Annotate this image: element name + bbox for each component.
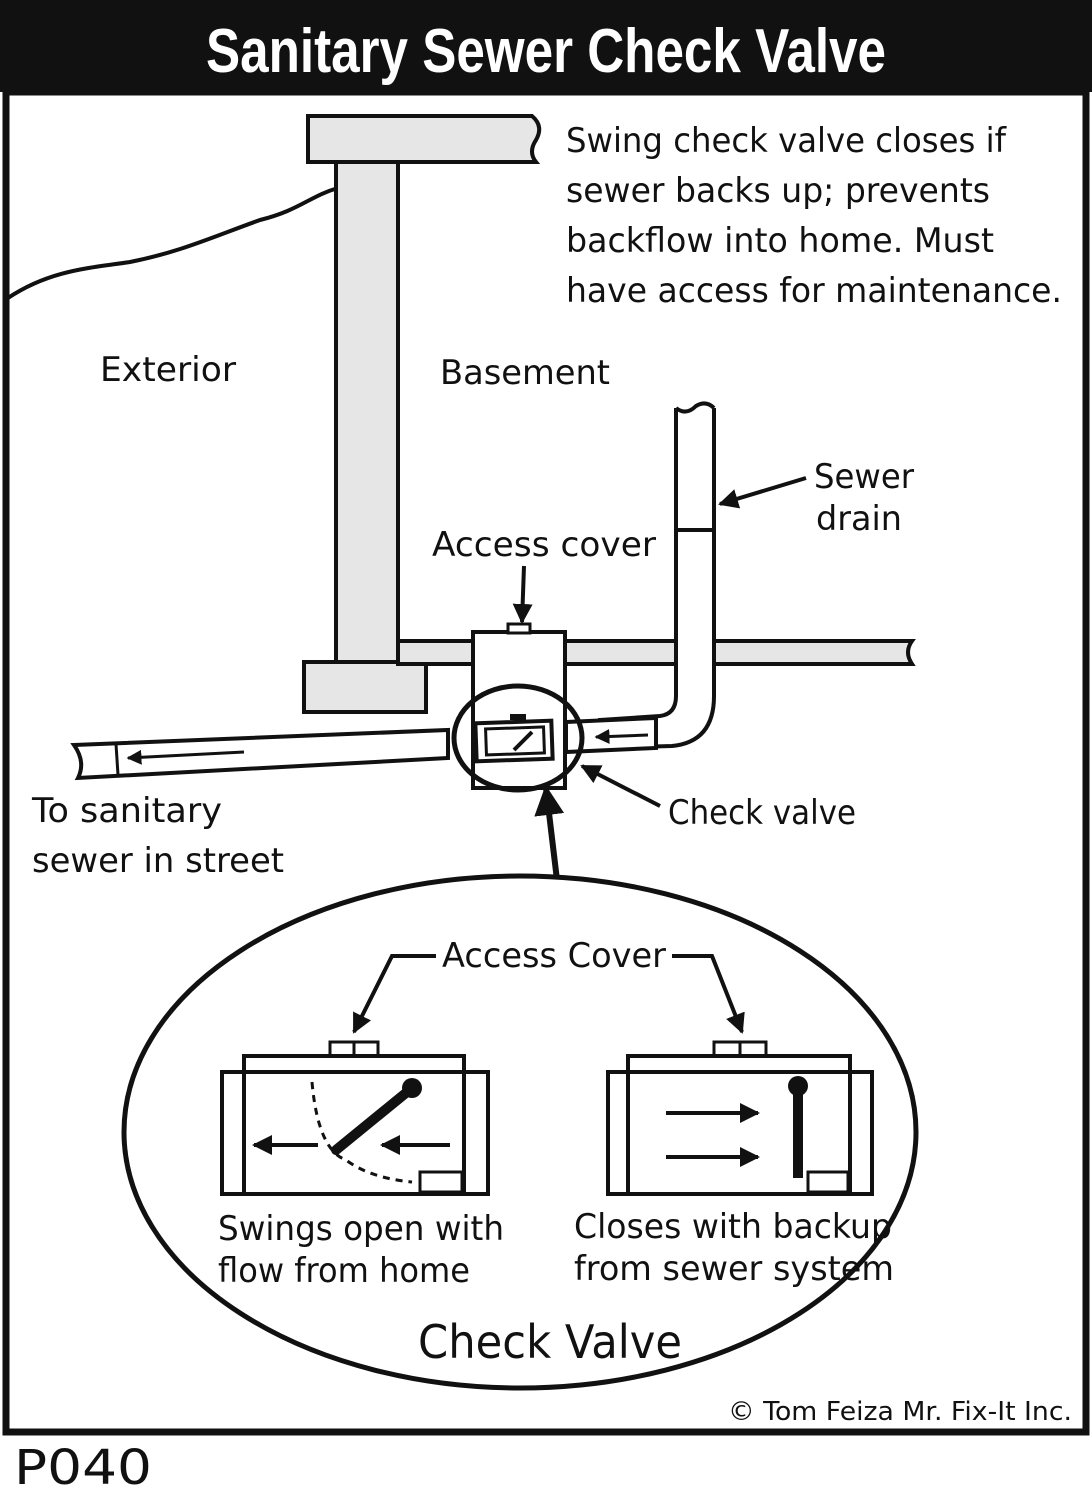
building-sewer-pipe <box>70 715 658 781</box>
exterior-label: Exterior <box>100 350 236 390</box>
access-cover-arrow <box>512 565 533 624</box>
check-valve-label: Check valve <box>668 793 856 833</box>
open-valve-detail <box>220 1040 490 1196</box>
title-bar <box>0 0 1092 92</box>
detail-access-arrow-right <box>672 954 745 1034</box>
closed-valve-caption: from sewer system <box>574 1249 894 1289</box>
to-sewer-label: sewer in street <box>32 841 284 881</box>
foundation-wall <box>302 114 542 714</box>
sewer-drain-label: Sewer <box>814 457 914 497</box>
to-sewer-label: To sanitary <box>31 791 222 831</box>
detail-ellipse <box>121 873 919 1391</box>
description-line: backflow into home. Must <box>566 221 994 261</box>
page-title: Sanitary Sewer Check Valve <box>206 17 886 86</box>
detail-access-arrow-left <box>352 954 436 1034</box>
sewer-drain-arrow <box>718 476 807 509</box>
open-valve-caption: Swings open with <box>218 1209 504 1249</box>
detail-access-cover-label: Access Cover <box>442 936 666 976</box>
description: Swing check valve closes if sewer backs … <box>566 121 1062 311</box>
diagram-frame <box>2 88 1090 1436</box>
closed-valve-detail <box>606 1040 874 1196</box>
sewer-drain-pipe <box>598 401 716 751</box>
sewer-drain-label: drain <box>816 499 902 539</box>
detail-pointer-arrow <box>534 785 565 881</box>
figure-code: P040 <box>14 1440 152 1492</box>
description-line: sewer backs up; prevents <box>566 171 990 211</box>
closed-valve-caption: Closes with backup <box>574 1207 892 1247</box>
check-valve-body <box>471 622 567 790</box>
detail-heading: Check Valve <box>418 1315 682 1369</box>
check-valve-arrow <box>580 764 661 808</box>
open-valve-caption: flow from home <box>218 1251 470 1291</box>
description-line: Swing check valve closes if <box>566 121 1007 161</box>
detail-callout-ring <box>451 683 585 793</box>
description-line: have access for maintenance. <box>566 271 1062 311</box>
access-cover-label: Access cover <box>432 525 656 565</box>
copyright: © Tom Feiza Mr. Fix-It Inc. <box>728 1397 1072 1427</box>
ground-line <box>6 186 339 300</box>
basement-label: Basement <box>440 353 610 393</box>
